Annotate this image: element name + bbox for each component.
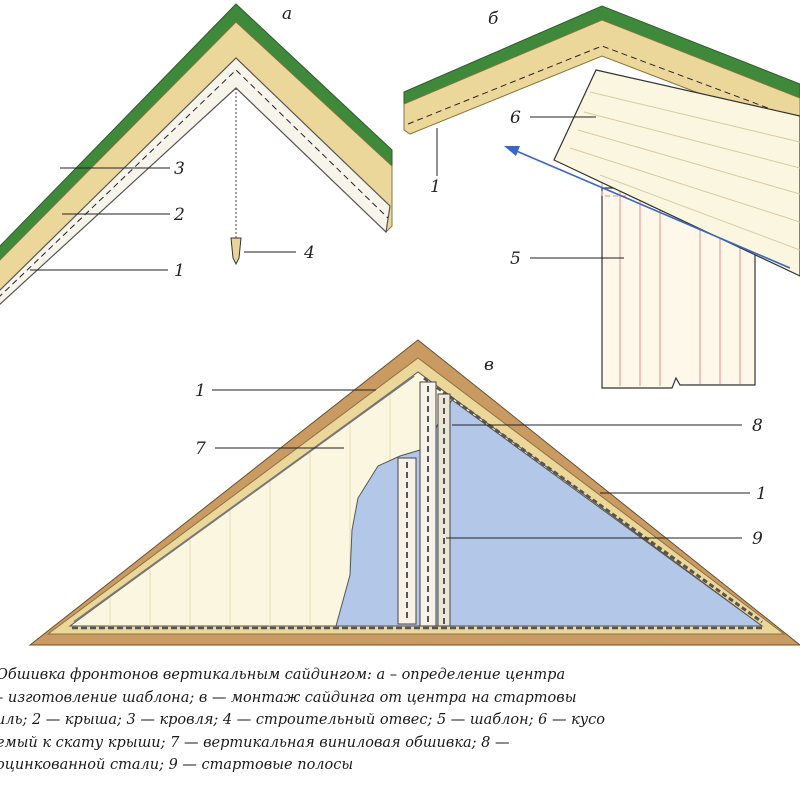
label-c-8: 8: [752, 416, 763, 436]
caption-line-2: – изготовление шаблона; в — монтаж сайди…: [0, 689, 577, 706]
label-a-3: 3: [174, 159, 185, 179]
starter-strip-left: [73, 375, 415, 623]
caption-line-5: оцинкованной стали; 9 — стартовые полосы: [0, 757, 354, 773]
panel-label-b: б: [488, 9, 499, 29]
caption-line-4: емый к скату крыши; 7 — вертикальная вин…: [0, 734, 510, 751]
panel-a-roof-ridge: [0, 3, 393, 305]
plumb-bob-icon: [230, 237, 242, 266]
label-a-4: 4: [303, 243, 315, 263]
label-c-1-left: 1: [195, 381, 206, 401]
caption-line-1: Обшивка фронтонов вертикальным сайдингом…: [0, 667, 566, 683]
siding-piece: [553, 69, 800, 277]
siding-strip-short: [397, 457, 417, 625]
label-b-1: 1: [430, 177, 441, 197]
label-a-2: 2: [173, 205, 185, 225]
label-b-5: 5: [510, 249, 521, 269]
label-a-1: 1: [174, 261, 185, 281]
direction-arrow: [513, 149, 791, 269]
panel-label-c: в: [484, 355, 494, 375]
starter-strip: [0, 57, 391, 305]
starter-strip-right: [423, 376, 763, 624]
panel-c-gable: [28, 339, 800, 646]
label-b-6: 6: [510, 108, 521, 128]
label-c-1-right: 1: [756, 484, 767, 504]
label-c-7: 7: [195, 439, 206, 459]
j-profile-strip: [419, 381, 437, 627]
caption-line-3: иль; 2 — крыша; 3 — кровля; 4 — строител…: [0, 712, 605, 728]
arrow-head-icon: [504, 146, 520, 156]
panel-label-a: а: [282, 4, 292, 24]
label-c-9: 9: [752, 529, 763, 549]
figure-caption: Обшивка фронтонов вертикальным сайдингом…: [0, 664, 800, 777]
panel-b-template: [403, 5, 800, 389]
